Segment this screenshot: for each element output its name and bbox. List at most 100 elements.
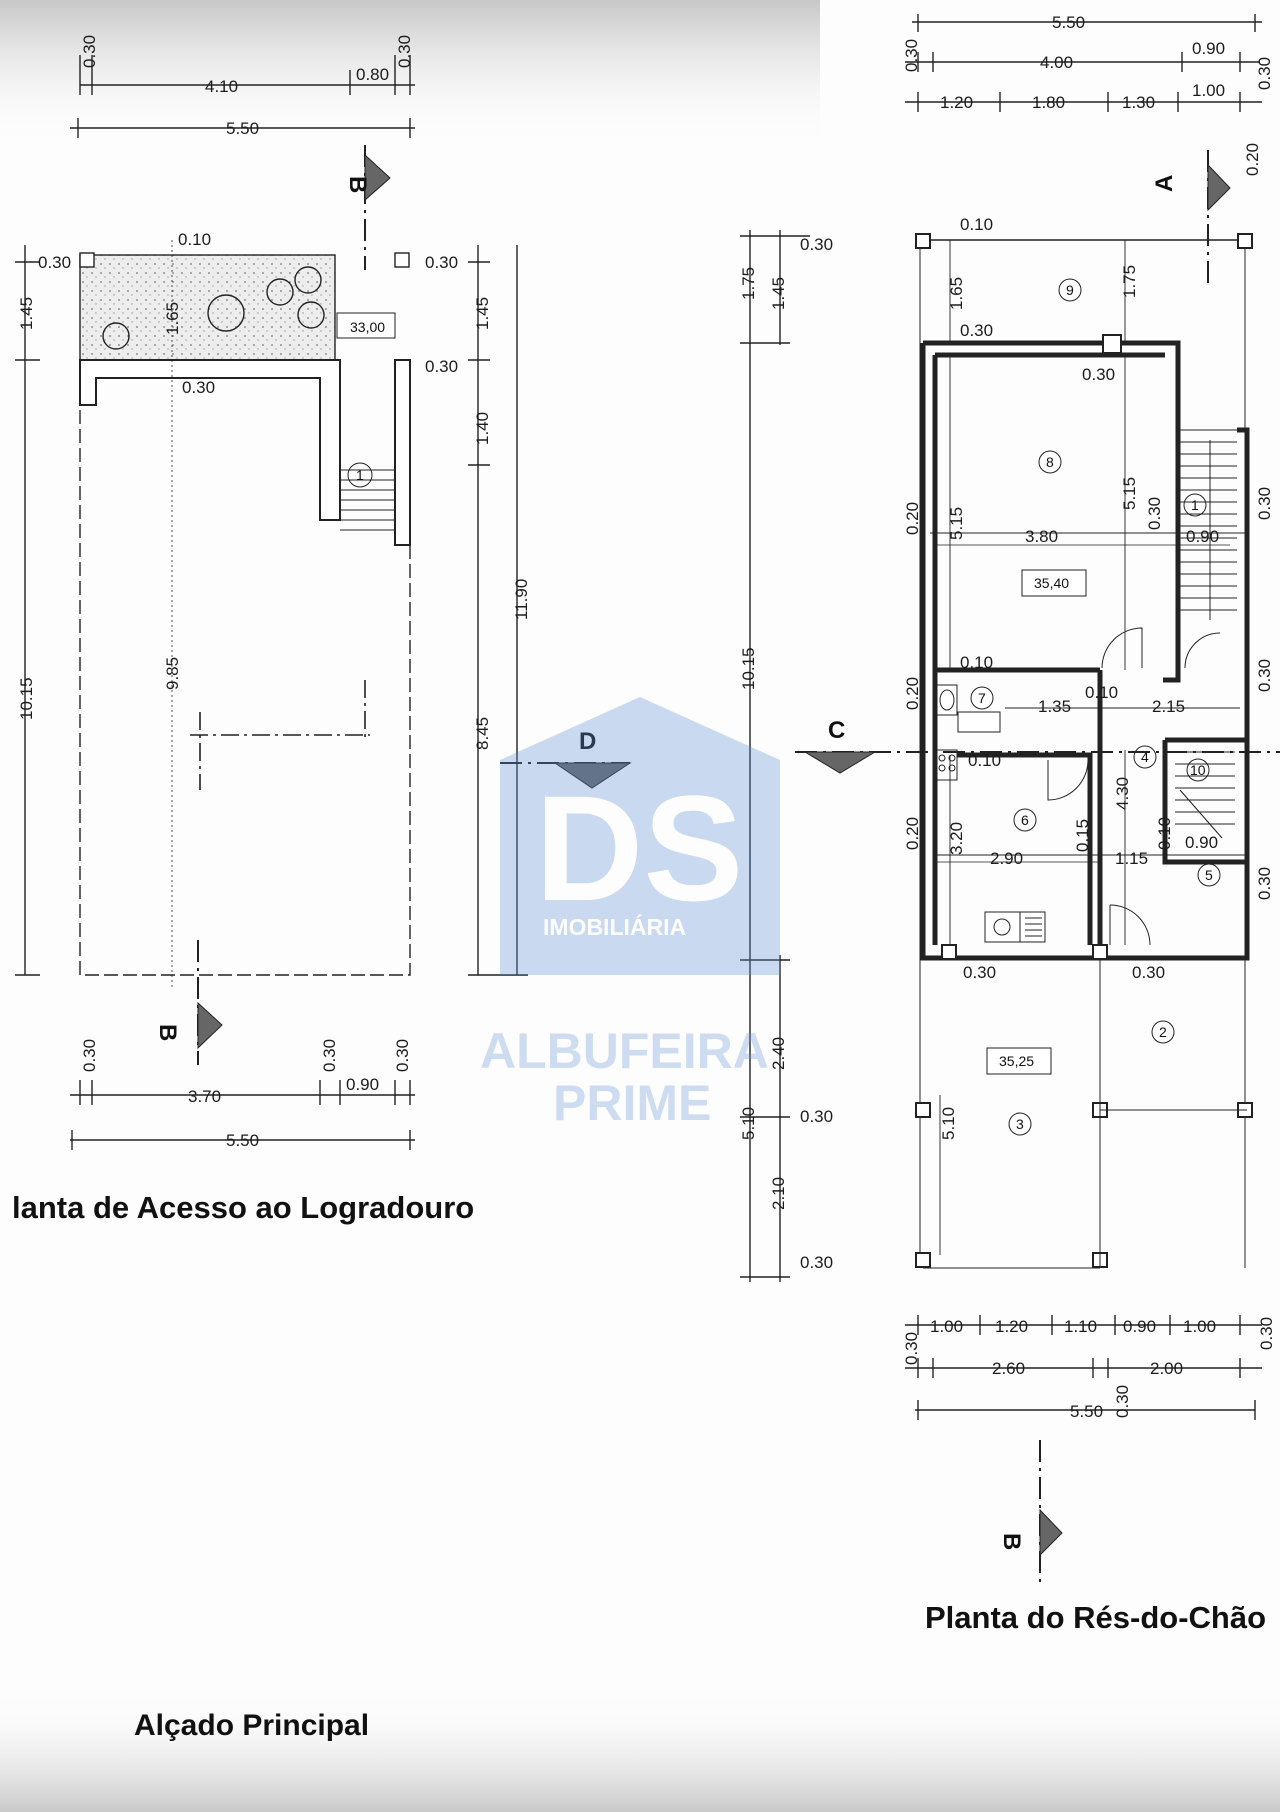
dim-label: 2.15 xyxy=(1152,697,1185,716)
dim-label: 1.45 xyxy=(17,297,36,330)
dim-label: 4.00 xyxy=(1040,53,1073,72)
room-number: 3 xyxy=(1016,1116,1024,1132)
dim-label: 3.20 xyxy=(947,822,966,855)
dim-label: 0.20 xyxy=(903,677,922,710)
dim-label: 1.30 xyxy=(1122,93,1155,112)
area-label: 35,25 xyxy=(999,1053,1034,1069)
dim-label: 0.30 xyxy=(800,1107,833,1126)
dim-label: 1.15 xyxy=(1115,849,1148,868)
house-logo-icon xyxy=(500,697,780,975)
dim-label: 1.80 xyxy=(1032,93,1065,112)
dim-label: 5.10 xyxy=(939,1107,958,1140)
section-marker-b-right: B xyxy=(998,1440,1063,1585)
dim-label: 0.20 xyxy=(903,502,922,535)
dim-label: 5.50 xyxy=(226,1131,259,1150)
room-number: 5 xyxy=(1205,867,1213,883)
stair-number: 1 xyxy=(356,467,364,483)
dim-label: 1.40 xyxy=(473,412,492,445)
dim-label: 0.30 xyxy=(1255,867,1274,900)
dim-label: 0.30 xyxy=(1113,1385,1132,1418)
room-markers xyxy=(970,278,1221,1136)
svg-text:D: D xyxy=(579,728,596,755)
dim-label: 0.30 xyxy=(1082,365,1115,384)
dim-label: 0.30 xyxy=(902,1332,921,1365)
room-number: 6 xyxy=(1021,812,1029,828)
dim-label: 0.10 xyxy=(178,230,211,249)
dim-label: 0.30 xyxy=(800,1253,833,1272)
area-label: 33,00 xyxy=(350,319,385,335)
dim-label: 5.15 xyxy=(1120,477,1139,510)
dim-label: 1.10 xyxy=(1064,1317,1097,1336)
section-marker-a: A xyxy=(1151,150,1231,285)
svg-text:B: B xyxy=(154,1024,181,1041)
dim-label: 1.75 xyxy=(739,267,758,300)
dim-label: 0.30 xyxy=(800,235,833,254)
area-label: 35,40 xyxy=(1034,575,1069,591)
dim-label: 5.15 xyxy=(947,507,966,540)
dim-label: 0.90 xyxy=(1186,527,1219,546)
watermark-line3: PRIME xyxy=(553,1075,711,1131)
dim-label: 3.80 xyxy=(1025,527,1058,546)
dim-label: 0.30 xyxy=(425,253,458,272)
dim-label: 0.10 xyxy=(960,653,993,672)
right-plan-labels: 5.50 0.30 4.00 0.90 0.30 1.20 1.80 1.30 … xyxy=(739,13,1280,1635)
dim-label: 0.10 xyxy=(968,751,1001,770)
plan-title-left: lanta de Acesso ao Logradouro xyxy=(12,1190,474,1225)
dim-label: 2.90 xyxy=(990,849,1023,868)
svg-text:B: B xyxy=(998,1533,1025,1550)
dim-label: 1.20 xyxy=(940,93,973,112)
dim-label: 4.10 xyxy=(205,77,238,96)
section-marker-d: D xyxy=(500,728,632,789)
svg-text:B: B xyxy=(344,176,371,193)
dim-label: 0.30 xyxy=(80,35,99,68)
dim-label: 0.30 xyxy=(1255,57,1274,90)
dim-label: 0.10 xyxy=(960,215,993,234)
dim-label: 0.30 xyxy=(395,35,414,68)
room-number: 7 xyxy=(978,690,986,706)
plan-title-right: Planta do Rés-do-Chão xyxy=(925,1600,1266,1635)
dim-label: 0.30 xyxy=(182,378,215,397)
left-plan-labels: 0.30 4.10 0.80 0.30 5.50 0.30 1.45 10.15… xyxy=(12,35,632,1225)
dim-label: 1.65 xyxy=(163,302,182,335)
dim-label: 11.90 xyxy=(512,579,531,620)
dim-label: 0.30 xyxy=(1257,1317,1276,1350)
dim-label: 1.20 xyxy=(995,1317,1028,1336)
dim-label: 0.90 xyxy=(1185,833,1218,852)
dim-label: 0.30 xyxy=(320,1039,339,1072)
dim-label: 0.30 xyxy=(1132,963,1165,982)
svg-text:A: A xyxy=(1151,175,1178,192)
dim-label: 0.90 xyxy=(346,1075,379,1094)
room-number: 9 xyxy=(1066,282,1074,298)
dim-label: 4.30 xyxy=(1113,777,1132,810)
dim-label: 2.10 xyxy=(769,1177,788,1210)
dim-label: 0.30 xyxy=(425,357,458,376)
right-plan xyxy=(740,14,1262,1420)
room-number: 4 xyxy=(1141,749,1149,765)
dim-label: 5.50 xyxy=(1052,13,1085,32)
elevation-title: Alçado Principal xyxy=(134,1709,369,1742)
dim-label: 2.00 xyxy=(1150,1359,1183,1378)
dim-label: 0.30 xyxy=(38,253,71,272)
dim-label: 0.80 xyxy=(356,65,389,84)
dim-label: 0.20 xyxy=(903,817,922,850)
section-marker-b-bottom: B xyxy=(154,940,223,1065)
dim-label: 1.00 xyxy=(1183,1317,1216,1336)
dim-label: 1.00 xyxy=(930,1317,963,1336)
dim-label: 0.10 xyxy=(1155,817,1174,850)
watermark-line2: ALBUFEIRA xyxy=(480,1023,769,1079)
dim-label: 0.30 xyxy=(960,321,993,340)
section-marker-c: C xyxy=(795,717,1280,774)
dim-label: 5.50 xyxy=(226,119,259,138)
dim-label: 0.10 xyxy=(1085,683,1118,702)
dim-label: 5.10 xyxy=(739,1107,758,1140)
dim-label: 5.50 xyxy=(1070,1402,1103,1421)
dim-label: 0.30 xyxy=(902,39,921,72)
dim-label: 0.30 xyxy=(1255,659,1274,692)
dim-label: 0.30 xyxy=(393,1039,412,1072)
dim-label: 1.45 xyxy=(769,277,788,310)
dim-label: 0.15 xyxy=(1073,819,1092,852)
dim-label: 1.45 xyxy=(473,297,492,330)
dim-label: 8.45 xyxy=(473,717,492,750)
watermark-line1: IMOBILIÁRIA xyxy=(543,913,686,940)
